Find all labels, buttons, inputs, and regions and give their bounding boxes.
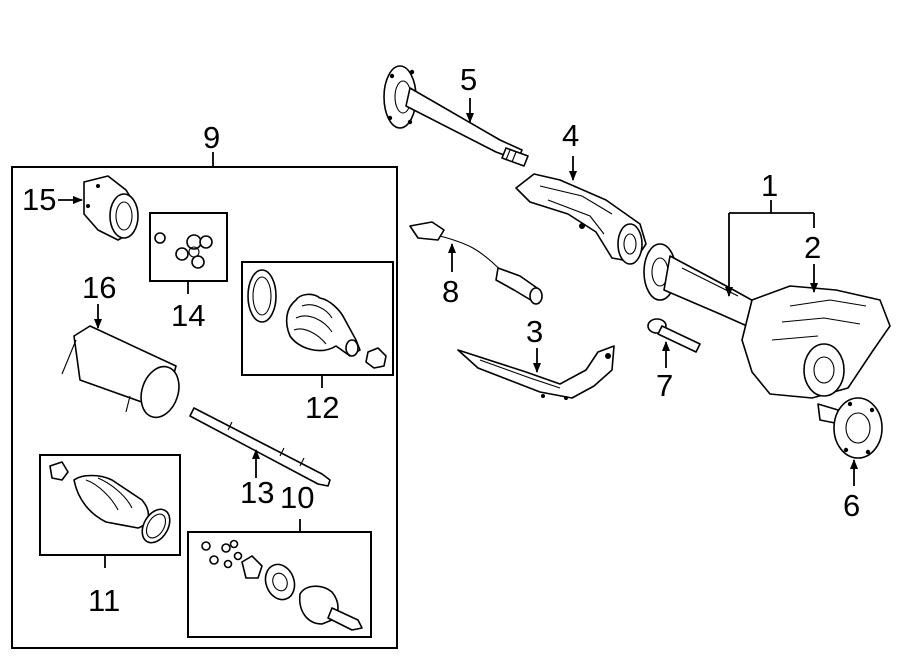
boot-kit-box-12 [241, 261, 394, 376]
bolt-7[interactable] [647, 318, 701, 353]
spider-kit-14[interactable] [154, 232, 213, 269]
hub-flange-6[interactable] [817, 397, 883, 459]
tube-cover-16[interactable] [61, 325, 185, 422]
axle-tube-4[interactable] [515, 173, 647, 265]
axle-shaft-5[interactable] [383, 65, 529, 167]
callout-16: 16 [82, 270, 116, 305]
callout-10: 10 [280, 480, 314, 515]
cv-joint-kit-10[interactable] [201, 539, 363, 631]
axle-arm-3[interactable] [457, 345, 615, 400]
callout-14: 14 [171, 298, 205, 333]
callout-6: 6 [843, 488, 860, 523]
callout-11: 11 [88, 583, 120, 618]
callout-1: 1 [761, 168, 778, 203]
sensor-8[interactable] [409, 221, 543, 305]
callout-5: 5 [460, 62, 477, 97]
cv-joint-box-10 [187, 531, 372, 638]
callout-8: 8 [442, 274, 459, 309]
callout-3: 3 [526, 314, 543, 349]
housing-15[interactable] [83, 175, 139, 241]
callout-2: 2 [804, 230, 821, 265]
callout-13: 13 [240, 475, 274, 510]
boot-kit-box-11 [39, 454, 181, 556]
callout-12: 12 [305, 390, 339, 425]
callout-7: 7 [656, 368, 673, 403]
boot-kit-12[interactable] [247, 269, 387, 369]
callout-15: 15 [22, 182, 56, 217]
callout-4: 4 [562, 118, 579, 153]
axle-housing-2[interactable] [643, 243, 891, 399]
halfshaft-box-9 [11, 166, 398, 649]
boot-kit-11[interactable] [49, 461, 175, 548]
shaft-13[interactable] [189, 407, 331, 487]
callout-9: 9 [203, 120, 220, 155]
